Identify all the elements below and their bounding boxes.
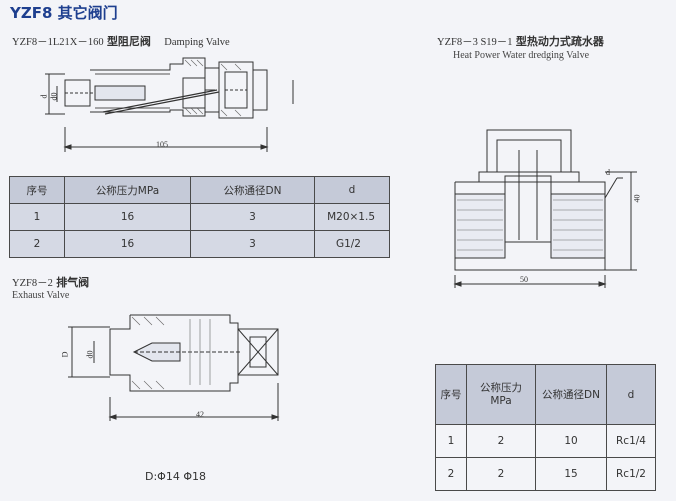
damping-dim-length: 105 [156,140,168,149]
t1-header-d: d [314,176,390,204]
t1-header-no: 序号 [9,176,65,204]
damping-dim-d: d [39,94,49,99]
t1-cell: 3 [190,203,315,231]
t1-cell: 3 [190,230,315,258]
t1-cell: 16 [64,230,191,258]
trap-dim-d: d [606,168,610,177]
table-row: 2 16 3 G1/2 [9,230,390,258]
damping-dim-d0: d0 [49,92,59,101]
damping-name-en: Damping Valve [164,37,230,48]
t2-cell: 2 [466,424,536,458]
page-title: YZF8 其它阀门 [10,4,118,22]
exhaust-dim-length: 42 [196,410,204,419]
t1-cell: 16 [64,203,191,231]
t1-header-pressure: 公称压力MPa [64,176,191,204]
damping-valve-caption: YZF8－1L21X－160 型阻尼阀 Damping Valve [12,33,230,49]
t1-header-dn: 公称通径DN [190,176,315,204]
trap-caption: YZF8－3 S19－1 型热动力式疏水器 [437,33,604,49]
t1-cell: 2 [9,230,65,258]
exhaust-dim-d0: d0 [85,350,95,359]
t1-cell: G1/2 [314,230,390,258]
t2-cell: 10 [535,424,607,458]
t2-header-dn: 公称通径DN [535,364,607,425]
t2-cell: 1 [435,424,467,458]
t2-header-d: d [606,364,656,425]
exhaust-valve-caption: YZF8－2 排气阀 [12,274,89,290]
exhaust-model: YZF8－2 [12,278,53,289]
damping-valve-drawing [45,57,294,152]
exhaust-dim-D: D [60,351,70,358]
t2-cell: Rc1/4 [606,424,656,458]
exhaust-name-cn: 排气阀 [56,276,90,289]
t2-header-no: 序号 [435,364,467,425]
trap-spec-table: 序号 公称压力 MPa 公称通径DN d 1 2 10 Rc1/4 2 2 15… [435,364,656,491]
trap-name-en: Heat Power Water dredging Valve [453,50,590,61]
table-row: 2 2 15 Rc1/2 [435,457,656,491]
t1-cell: 1 [9,203,65,231]
damping-model: YZF8－1L21X－160 [12,37,104,48]
t2-cell: 2 [466,457,536,491]
exhaust-valve-drawing [68,314,280,421]
damping-name-cn: 型阻尼阀 [106,35,151,48]
t2-cell: 15 [535,457,607,491]
t1-cell: M20×1.5 [314,203,390,231]
trap-dim-length: 50 [520,275,528,284]
exhaust-footnote: D:Φ14 Φ18 [145,470,206,483]
exhaust-name-en: Exhaust Valve [12,290,70,301]
t2-cell: Rc1/2 [606,457,656,491]
trap-name-cn: 型热动力式疏水器 [515,35,604,48]
table-row: 1 16 3 M20×1.5 [9,203,390,231]
trap-dim-height: 40 [632,194,642,203]
t2-header-pressure: 公称压力 MPa [466,364,536,425]
damping-valve-spec-table: 序号 公称压力MPa 公称通径DN d 1 16 3 M20×1.5 2 16 … [9,176,390,258]
trap-model: YZF8－3 S19－1 [437,37,513,48]
trap-drawing [453,129,637,288]
table-row: 1 2 10 Rc1/4 [435,424,656,458]
t2-cell: 2 [435,457,467,491]
